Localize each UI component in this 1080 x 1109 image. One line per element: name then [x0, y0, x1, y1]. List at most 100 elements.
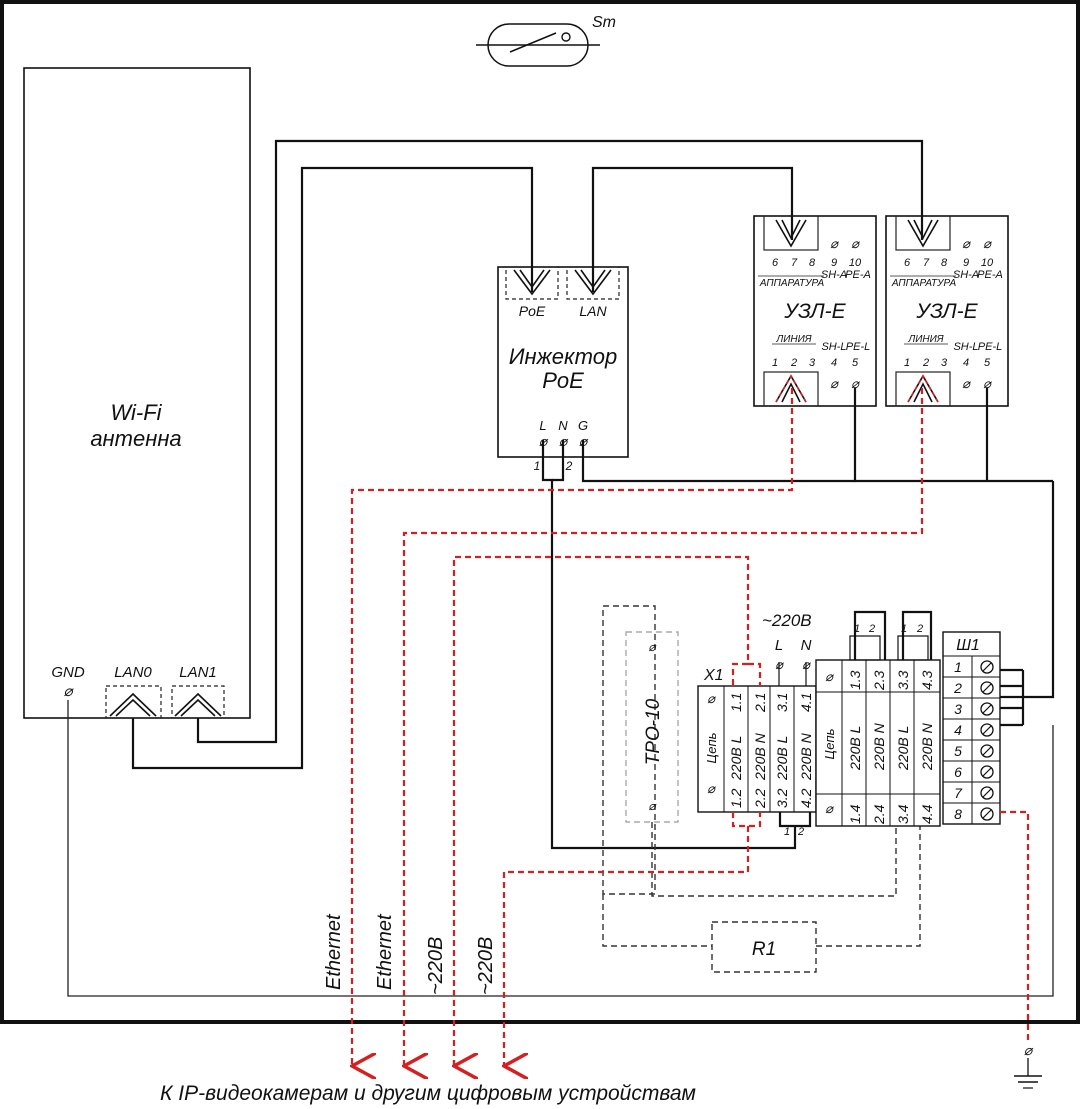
- svg-text:⌀: ⌀: [983, 376, 992, 391]
- injector-out-1: 1: [534, 459, 541, 473]
- wifi-title-2: антенна: [90, 426, 181, 451]
- sh1-terminal-7: 7: [954, 785, 963, 801]
- x1-bridge-2: 2: [797, 826, 804, 838]
- x2-bot-2: 2.4: [871, 804, 887, 825]
- uzl1-sh-l: SH-L: [821, 341, 846, 353]
- uzl2-pe-l: PE-L: [978, 341, 1002, 353]
- sh1-terminal-3: 3: [954, 701, 962, 717]
- x1-mid-2: 220В N: [752, 732, 768, 781]
- x1-circuit: Цепь: [704, 732, 719, 763]
- svg-text:⌀: ⌀: [830, 376, 839, 391]
- door-switch: Sm: [476, 14, 616, 67]
- uzl2-t8: 8: [941, 257, 948, 269]
- uzl2-b4: 4: [963, 357, 969, 369]
- x2-jumper-b-1: 1: [901, 623, 907, 635]
- x1-mid-1: 220В L: [728, 736, 744, 781]
- uzl-e-module-2: ⌀ ⌀ 6 7 8 9 10 АППАРАТУРА SH-A PE-A УЗЛ-…: [885, 215, 1009, 407]
- svg-text:⌀: ⌀: [648, 799, 657, 813]
- x1-top-2: 2.1: [752, 693, 768, 713]
- x1-bot-4: 4.2: [798, 788, 814, 808]
- uzl1-b4: 4: [831, 357, 837, 369]
- svg-text:⌀: ⌀: [830, 236, 839, 251]
- x2-jumper-a-2: 2: [868, 623, 875, 635]
- earth-ground-icon: ⌀: [1014, 1042, 1042, 1089]
- x1-bot-3: 3.2: [774, 788, 790, 808]
- injector-title-1: Инжектор: [509, 344, 617, 369]
- uzl1-t7: 7: [791, 257, 798, 269]
- uzl1-t6: 6: [772, 257, 779, 269]
- sh1-title: Ш1: [956, 637, 980, 654]
- uzl2-sh-l: SH-L: [953, 341, 978, 353]
- uzl2-apparatus: АППАРАТУРА: [891, 278, 957, 289]
- x2-mid-2: 220В N: [871, 722, 887, 771]
- x1-bot-2: 2.2: [752, 788, 768, 809]
- svg-text:⌀: ⌀: [851, 236, 860, 251]
- terminal-block-x2: ⌀ ⌀ Цепь 1.3 2.3 3.3 4.3 220В L 220В N 2…: [815, 623, 941, 827]
- ethernet-wires: [131, 139, 1055, 850]
- uzl2-line: ЛИНИЯ: [907, 334, 943, 345]
- uzl1-t8: 8: [809, 257, 816, 269]
- mains-n: N: [801, 637, 812, 654]
- sh1-terminal-1: 1: [954, 659, 962, 675]
- x2-top-2: 2.3: [871, 670, 887, 691]
- uzl1-b3: 3: [809, 357, 816, 369]
- x2-circuit: Цепь: [822, 728, 837, 759]
- uzl2-pe-a: PE-A: [977, 269, 1003, 281]
- injector-poe-port: PoE: [519, 303, 546, 319]
- sh1-terminal-4: 4: [954, 722, 962, 738]
- svg-text:⌀: ⌀: [1024, 1042, 1034, 1058]
- svg-text:⌀: ⌀: [983, 236, 992, 251]
- x2-mid-3: 220В L: [895, 726, 911, 771]
- x2-bot-3: 3.4: [895, 804, 911, 824]
- injector-term-g: G: [578, 418, 588, 433]
- tro-wire: [651, 822, 897, 897]
- output-label-2: Ethernet: [374, 913, 396, 990]
- svg-text:⌀: ⌀: [825, 801, 834, 816]
- wifi-title-1: Wi-Fi: [110, 400, 162, 425]
- uzl1-t10: 10: [849, 257, 862, 269]
- switch-label: Sm: [592, 14, 616, 31]
- wifi-antenna: Wi-Fi антенна GND LAN0 LAN1 ⌀: [23, 67, 251, 719]
- enclosure-frame: [0, 0, 1080, 1024]
- injector-term-l: L: [539, 418, 546, 433]
- x1-top-4: 4.1: [798, 693, 814, 712]
- uzl2-b3: 3: [941, 357, 948, 369]
- ground-bus: [67, 700, 1054, 997]
- uzl2-b5: 5: [984, 357, 991, 369]
- uzl1-apparatus: АППАРАТУРА: [759, 278, 825, 289]
- gnd-label: GND: [51, 664, 85, 681]
- uzl1-pe-a: PE-A: [845, 269, 871, 281]
- uzl2-t6: 6: [904, 257, 911, 269]
- r1-label: R1: [752, 939, 776, 960]
- lan1-port-icon: [174, 692, 222, 717]
- uzl1-sh-a: SH-A: [821, 269, 847, 281]
- sh1-terminal-6: 6: [954, 764, 962, 780]
- uzl1-b2: 2: [790, 357, 797, 369]
- lan0-port-icon: [109, 692, 157, 717]
- x1-top-3: 3.1: [774, 693, 790, 712]
- r1-wire: [602, 826, 921, 947]
- x2-bot-4: 4.4: [919, 804, 935, 824]
- sh1-terminal-5: 5: [954, 743, 962, 759]
- uzl1-t9: 9: [831, 257, 837, 269]
- uzl2-t7: 7: [923, 257, 930, 269]
- lan1-label: LAN1: [179, 664, 217, 681]
- output-label-1: Ethernet: [323, 913, 345, 990]
- x1-bot-1: 1.2: [728, 788, 744, 808]
- terminal-block-x1: X1 ⌀ ⌀ Цепь 1.1 2.1 3.1 4.1 220В L 220В …: [697, 667, 817, 838]
- x1-mid-4: 220В N: [798, 732, 814, 781]
- svg-text:⌀: ⌀: [825, 669, 834, 684]
- svg-text:⌀: ⌀: [851, 376, 860, 391]
- sh1-terminal-2: 2: [953, 680, 962, 696]
- output-label-4: ~220В: [475, 937, 497, 995]
- x2-jumper-b-2: 2: [916, 623, 923, 635]
- uzl2-b2: 2: [922, 357, 929, 369]
- uzl2-sh-a: SH-A: [953, 269, 979, 281]
- x2-bot-1: 1.4: [847, 804, 863, 824]
- svg-text:⌀: ⌀: [962, 236, 971, 251]
- uzl1-b1: 1: [772, 357, 778, 369]
- lan0-label: LAN0: [114, 664, 152, 681]
- uzl1-pe-l: PE-L: [846, 341, 870, 353]
